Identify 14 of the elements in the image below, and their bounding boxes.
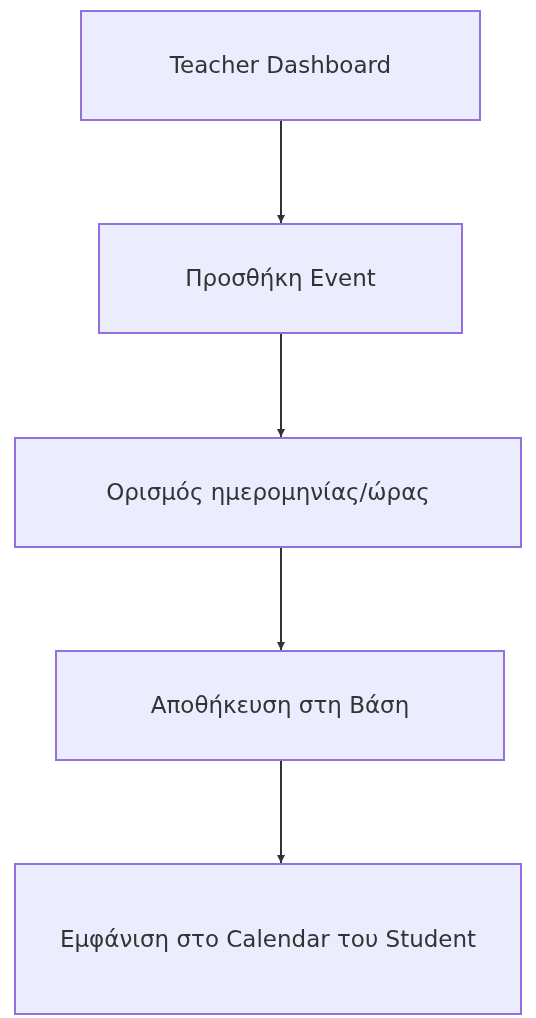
arrow	[277, 760, 285, 864]
box-label: Εμφάνιση στο Calendar του Student	[59, 924, 477, 954]
arrow	[277, 120, 285, 224]
box-label: Προσθήκη Event	[185, 264, 376, 294]
process-box	[98, 223, 463, 334]
box-label: Ορισμός ημερομηνίας/ώρας	[106, 478, 430, 508]
arrow	[277, 547, 285, 651]
process-box	[80, 10, 481, 121]
box-label: Αποθήκευση στη Βάση	[150, 691, 410, 721]
process-box	[55, 650, 505, 761]
process-box	[14, 437, 522, 548]
arrow	[277, 333, 285, 438]
box-label: Teacher Dashboard	[169, 51, 392, 81]
process-box	[14, 863, 522, 1015]
